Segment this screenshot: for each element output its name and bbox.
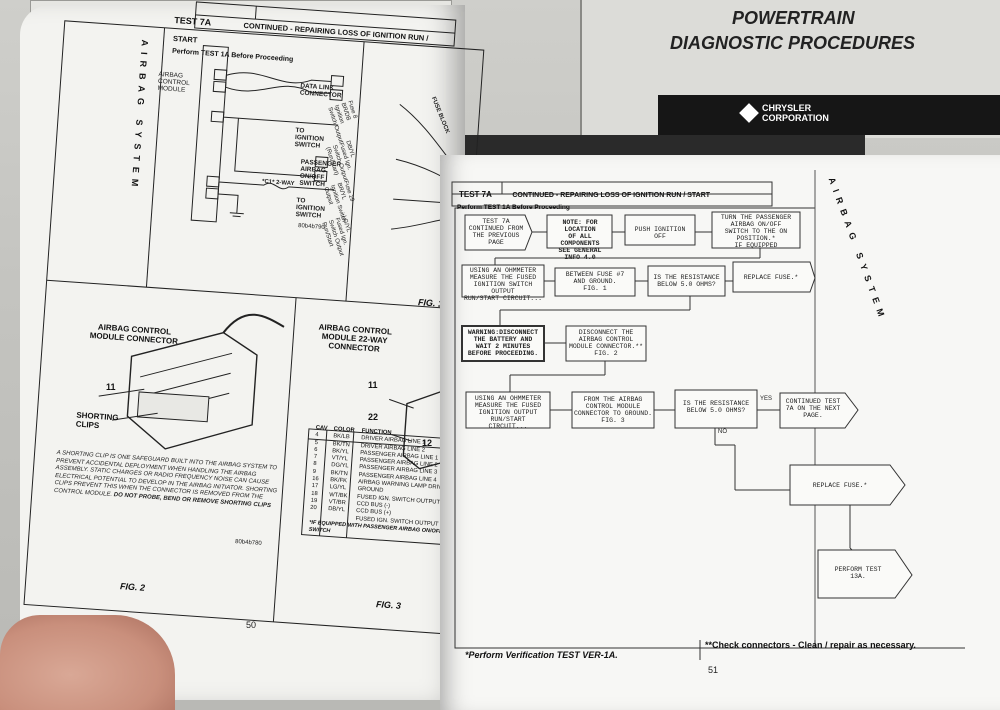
flow-no-label: NO	[718, 429, 727, 435]
right-subheader: Perform TEST 1A Before Proceeding	[457, 204, 570, 211]
left-page-number: 50	[246, 620, 257, 630]
binder-black-band	[658, 95, 1000, 135]
flow-box-ignition-off: PUSH IGNITION OFF	[634, 226, 686, 240]
flow-start-arrow	[464, 214, 533, 251]
pin-11-right: 11	[368, 380, 378, 390]
right-header: TEST 7A CONTINUED - REPAIRING LOSS OF IG…	[455, 184, 775, 211]
binder-title-line1: POWERTRAIN	[732, 8, 855, 28]
flow-box-continued-next: CONTINUED TEST 7A ON THE NEXT PAGE.	[785, 398, 841, 419]
flow-box-turn-switch: TURN THE PASSENGER AIRBAG ON/OFF SWITCH …	[720, 214, 792, 249]
binder-title-line2: DIAGNOSTIC PROCEDURES	[670, 33, 916, 53]
flow-box-measure-1: USING AN OHMMETER MEASURE THE FUSED IGNI…	[464, 267, 543, 302]
pin-22: 22	[368, 412, 379, 422]
flow-box-fuse7: BETWEEN FUSE #7 AND GROUND. FIG. 1	[565, 271, 625, 292]
flow-box-note: NOTE: FOR LOCATION OF ALL COMPONENTS SEE…	[558, 219, 602, 261]
chrysler-logo: CHRYSLER CORPORATION	[739, 103, 842, 123]
chrysler-logo-text: CHRYSLER CORPORATION	[762, 103, 829, 123]
flow-box-replace-fuse-2: REPLACE FUSE.*	[812, 482, 868, 489]
flow-box-warning: WARNING:DISCONNECT THE BATTERY AND WAIT …	[467, 329, 539, 357]
flow-box-to-ground: FROM THE AIRBAG CONTROL MODULE CONNECTOR…	[574, 396, 653, 424]
background-binder-right: POWERTRAIN DIAGNOSTIC PROCEDURES CHRYSLE…	[580, 0, 1000, 138]
flow-yes-label: YES	[760, 396, 773, 402]
right-footer-left: *Perform Verification TEST VER-1A.	[465, 650, 618, 660]
pin-11-left: 11	[106, 382, 116, 392]
flow-box-question-1: IS THE RESISTANCE BELOW 5.0 OHMS?	[653, 274, 720, 288]
pin-12: 12	[422, 438, 433, 448]
flow-box-measure-2: USING AN OHMMETER MEASURE THE FUSED IGNI…	[474, 395, 542, 430]
flow-box-perform-13a: PERFORM TEST 13A.	[834, 566, 882, 580]
right-page-number: 51	[708, 665, 719, 675]
replace-fuse-arrow	[789, 464, 906, 506]
right-test-label: TEST 7A	[459, 190, 492, 199]
perform-13a-arrow	[817, 549, 913, 599]
flow-box-disconnect: DISCONNECT THE AIRBAG CONTROL MODULE CON…	[568, 329, 644, 357]
flow-box-continued: TEST 7A CONTINUED FROM THE PREVIOUS PAGE	[468, 218, 524, 246]
book-spine-shadow	[450, 135, 865, 155]
left-page	[20, 5, 465, 700]
flow-box-question-2: IS THE RESISTANCE BELOW 5.0 OHMS?	[682, 400, 750, 414]
right-footer-right: **Check connectors - Clean / repair as n…	[705, 640, 916, 650]
right-header-title: CONTINUED - REPAIRING LOSS OF IGNITION R…	[512, 192, 711, 199]
airbag-module-box	[190, 45, 229, 223]
hand-holding-page	[0, 615, 175, 710]
flow-box-replace-fuse-1: REPLACE FUSE.*	[743, 274, 799, 281]
